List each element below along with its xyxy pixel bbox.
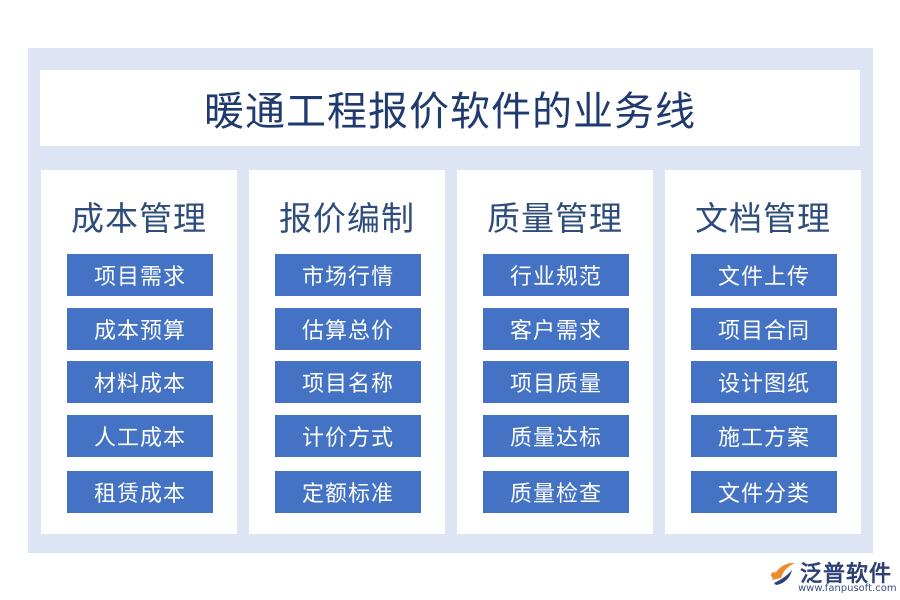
item-box: 设计图纸 xyxy=(691,361,837,403)
item-box: 估算总价 xyxy=(275,308,421,350)
brand-logo: 泛普软件 www.fanpusoft.com xyxy=(764,556,897,596)
column-document-management: 文档管理 文件上传 项目合同 设计图纸 施工方案 文件分类 xyxy=(665,170,861,534)
item-box: 客户需求 xyxy=(483,308,629,350)
item-box: 项目需求 xyxy=(67,254,213,296)
page-title: 暖通工程报价软件的业务线 xyxy=(204,89,696,135)
item-box: 项目合同 xyxy=(691,308,837,350)
fanpu-logo-icon xyxy=(771,562,795,585)
item-box: 人工成本 xyxy=(67,415,213,457)
column-heading: 文档管理 xyxy=(695,199,831,238)
column-quality-management: 质量管理 行业规范 客户需求 项目质量 质量达标 质量检查 xyxy=(457,170,653,534)
item-box: 市场行情 xyxy=(275,254,421,296)
column-heading: 质量管理 xyxy=(487,199,623,238)
item-box: 行业规范 xyxy=(483,254,629,296)
item-box: 质量检查 xyxy=(483,471,629,513)
column-cost-management: 成本管理 项目需求 成本预算 材料成本 人工成本 租赁成本 xyxy=(41,170,237,534)
item-box: 质量达标 xyxy=(483,415,629,457)
logo-name: 泛普软件 xyxy=(800,562,893,587)
item-box: 成本预算 xyxy=(67,308,213,350)
item-box: 材料成本 xyxy=(67,361,213,403)
column-heading: 成本管理 xyxy=(71,199,207,238)
item-box: 计价方式 xyxy=(275,415,421,457)
column-heading: 报价编制 xyxy=(279,199,415,238)
item-box: 定额标准 xyxy=(275,471,421,513)
logo-url: www.fanpusoft.com xyxy=(798,583,897,594)
item-box: 文件分类 xyxy=(691,471,837,513)
item-box: 施工方案 xyxy=(691,415,837,457)
item-box: 项目质量 xyxy=(483,361,629,403)
item-box: 租赁成本 xyxy=(67,471,213,513)
title-banner: 暖通工程报价软件的业务线 xyxy=(40,70,860,146)
column-quote-compilation: 报价编制 市场行情 估算总价 项目名称 计价方式 定额标准 xyxy=(249,170,445,534)
item-box: 项目名称 xyxy=(275,361,421,403)
item-box: 文件上传 xyxy=(691,254,837,296)
